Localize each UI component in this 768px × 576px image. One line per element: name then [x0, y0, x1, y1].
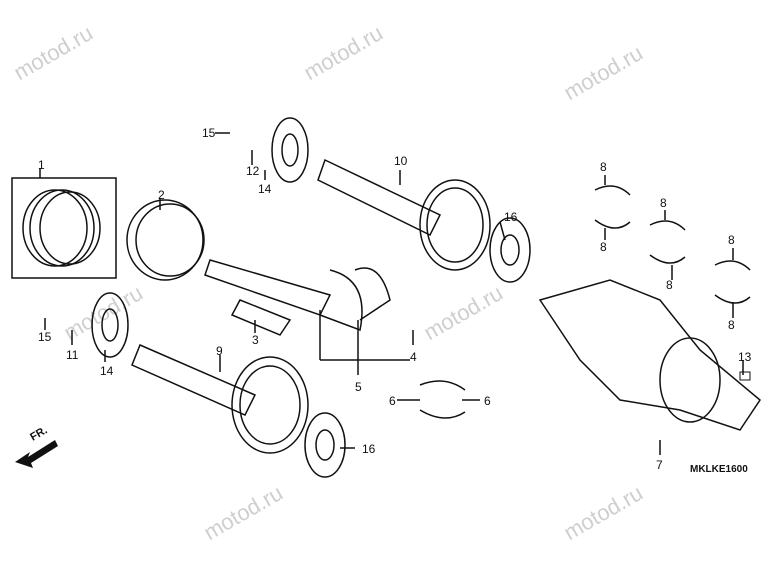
callout-8[interactable]: 8 — [600, 160, 607, 174]
callout-15[interactable]: 15 — [38, 330, 52, 344]
callout-1[interactable]: 1 — [38, 158, 45, 172]
callout-5[interactable]: 5 — [355, 380, 362, 394]
callout-9[interactable]: 9 — [216, 344, 223, 358]
callout-6[interactable]: 6 — [484, 394, 491, 408]
callout-2[interactable]: 2 — [158, 188, 165, 202]
callout-8[interactable]: 8 — [666, 278, 673, 292]
callout-14[interactable]: 14 — [258, 182, 272, 196]
front-arrow-icon — [15, 440, 58, 468]
callout-8[interactable]: 8 — [728, 318, 735, 332]
callout-16[interactable]: 16 — [362, 442, 376, 456]
callout-13[interactable]: 13 — [738, 350, 752, 364]
callout-8[interactable]: 8 — [728, 233, 735, 247]
diagram-code: MKLKE1600 — [690, 464, 748, 475]
callout-16[interactable]: 16 — [504, 210, 518, 224]
callout-12[interactable]: 12 — [246, 164, 260, 178]
callout-10[interactable]: 10 — [394, 154, 408, 168]
callout-3[interactable]: 3 — [252, 333, 259, 347]
callout-15[interactable]: 15 — [202, 126, 216, 140]
callout-8[interactable]: 8 — [600, 240, 607, 254]
callout-6[interactable]: 6 — [389, 394, 396, 408]
callout-7[interactable]: 7 — [656, 458, 663, 472]
callout-8[interactable]: 8 — [660, 196, 667, 210]
callout-11[interactable]: 11 — [66, 348, 79, 362]
callout-4[interactable]: 4 — [410, 350, 417, 364]
callout-14[interactable]: 14 — [100, 364, 114, 378]
